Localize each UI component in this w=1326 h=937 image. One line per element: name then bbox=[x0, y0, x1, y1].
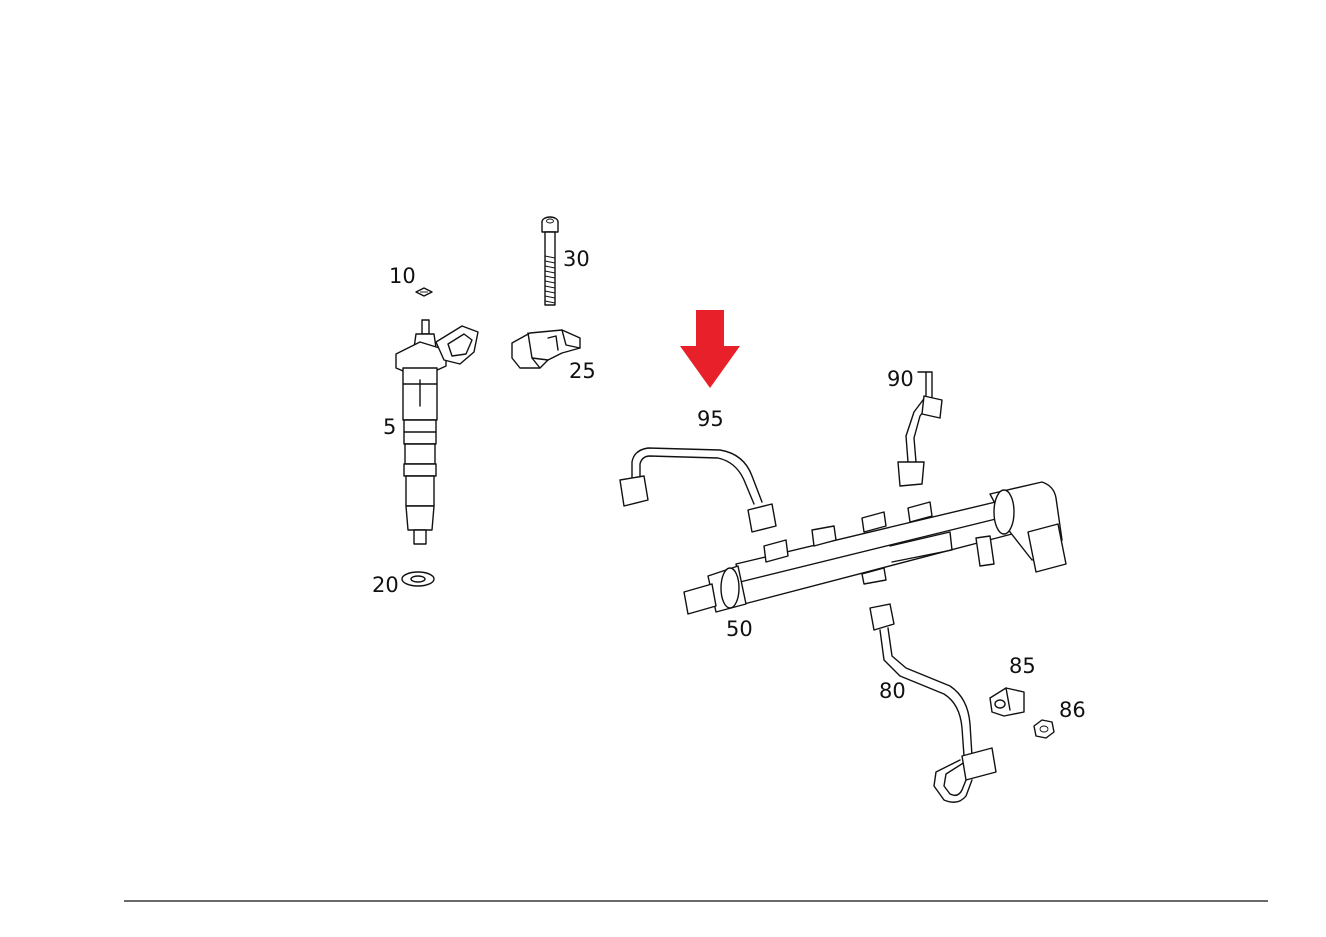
part-95-fuel-line[interactable] bbox=[619, 447, 777, 533]
label-25: 25 bbox=[569, 359, 596, 383]
part-85-bracket[interactable] bbox=[989, 687, 1025, 717]
label-30: 30 bbox=[563, 247, 590, 271]
part-25-clamp[interactable] bbox=[511, 329, 581, 369]
label-20: 20 bbox=[372, 573, 399, 597]
part-20-washer[interactable] bbox=[401, 571, 435, 587]
part-90-fuel-line[interactable] bbox=[897, 371, 943, 487]
part-10-clip[interactable] bbox=[415, 287, 433, 297]
part-30-bolt[interactable] bbox=[541, 216, 559, 306]
label-86: 86 bbox=[1059, 698, 1086, 722]
label-85: 85 bbox=[1009, 654, 1036, 678]
label-50: 50 bbox=[726, 617, 753, 641]
part-5-injector[interactable] bbox=[395, 319, 479, 545]
label-5: 5 bbox=[383, 415, 396, 439]
label-95: 95 bbox=[697, 407, 724, 431]
label-90: 90 bbox=[887, 367, 914, 391]
part-80-fuel-line[interactable] bbox=[869, 603, 997, 803]
part-86-nut[interactable] bbox=[1033, 719, 1055, 739]
highlight-arrow-icon bbox=[680, 310, 740, 388]
label-80: 80 bbox=[879, 679, 906, 703]
part-50-fuel-rail[interactable] bbox=[683, 481, 1067, 615]
label-10: 10 bbox=[389, 264, 416, 288]
